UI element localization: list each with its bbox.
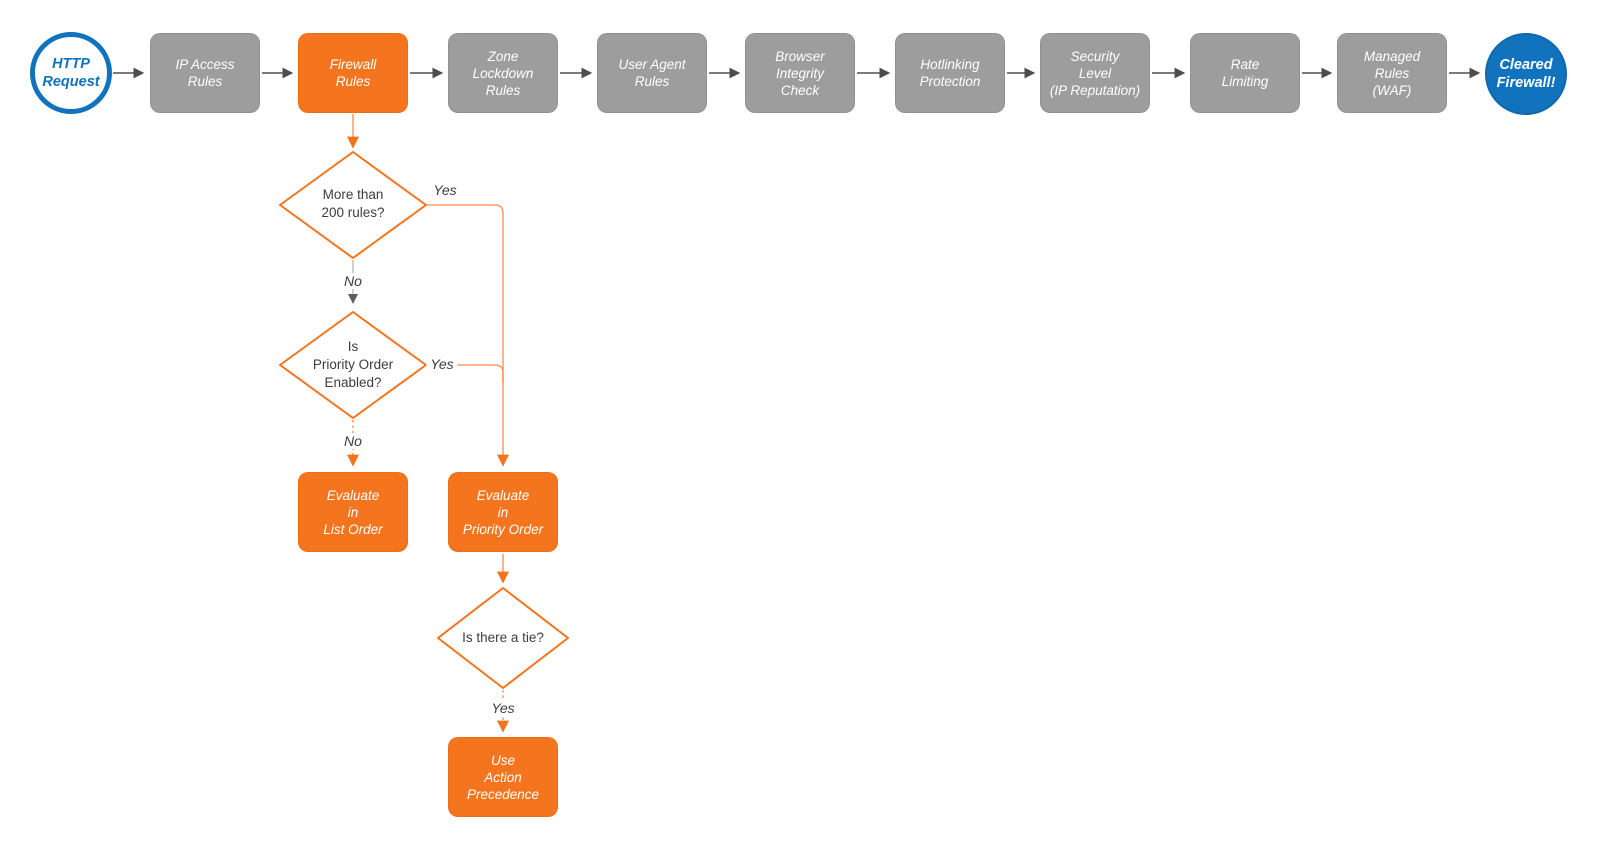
decision-priority-order-label: Is Priority Order Enabled?	[312, 339, 394, 390]
action-evaluate-list-order: Evaluate in List Order	[298, 472, 408, 552]
decision-rule-count-label: More than 200 rules?	[321, 187, 385, 220]
stage-browser-integrity-check: Browser Integrity Check	[745, 33, 855, 113]
edge-label-no-1: No	[340, 273, 366, 289]
stage-rate-limiting: Rate Limiting	[1190, 33, 1300, 113]
decision-tie-shape	[437, 587, 569, 689]
edge-decision1-yes	[427, 204, 509, 467]
stage-security-level: Security Level (IP Reputation)	[1040, 33, 1150, 113]
decision-tie-label: Is there a tie?	[462, 630, 544, 645]
action-evaluate-priority-order: Evaluate in Priority Order	[448, 472, 558, 552]
subflow-connectors	[347, 114, 509, 733]
stage-firewall-rules: Firewall Rules	[298, 33, 408, 113]
start-node-http-request: HTTP Request	[30, 32, 112, 114]
edge-decision2-yes	[427, 364, 504, 382]
stage-hotlinking-protection: Hotlinking Protection	[895, 33, 1005, 113]
edge-label-yes-1: Yes	[433, 182, 457, 198]
stage-ip-access-rules: IP Access Rules	[150, 33, 260, 113]
stage-user-agent-rules: User Agent Rules	[597, 33, 707, 113]
stage-managed-rules-waf: Managed Rules (WAF)	[1337, 33, 1447, 113]
decision-rule-count-shape	[279, 151, 427, 259]
edge-label-no-2: No	[340, 433, 366, 449]
decision-diamonds	[279, 151, 569, 689]
edge-label-yes-2: Yes	[426, 356, 458, 372]
edge-label-yes-3: Yes	[487, 700, 519, 716]
stage-zone-lockdown-rules: Zone Lockdown Rules	[448, 33, 558, 113]
end-node-cleared-firewall: Cleared Firewall!	[1485, 33, 1567, 115]
decision-priority-order-shape	[279, 311, 427, 419]
action-use-action-precedence: Use Action Precedence	[448, 737, 558, 817]
